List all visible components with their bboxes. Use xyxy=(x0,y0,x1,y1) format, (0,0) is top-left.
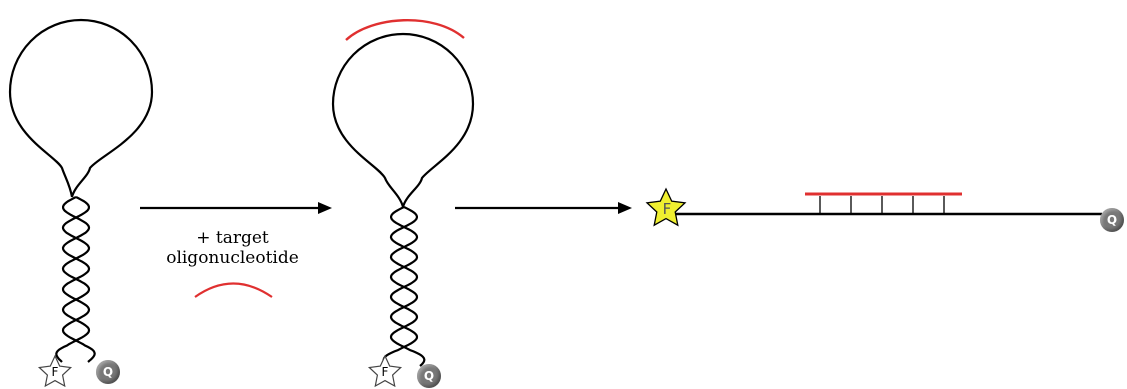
reaction-label-line2: oligonucleotide xyxy=(150,248,315,268)
fluorophore-letter: F xyxy=(657,202,677,216)
base-pair-rungs xyxy=(820,196,944,213)
quencher-ball-icon: Q xyxy=(1100,208,1124,232)
quencher-ball-icon: Q xyxy=(96,360,120,384)
free-target-oligonucleotide xyxy=(195,284,272,298)
beacon2-loop xyxy=(333,34,473,207)
beacon1-loop xyxy=(10,20,152,197)
opened-beacon-hybrid xyxy=(647,189,1102,225)
fluorophore-letter: F xyxy=(45,365,65,379)
quencher-letter: Q xyxy=(1107,213,1117,227)
hairpin-beacon-with-target xyxy=(333,20,473,366)
quencher-ball-icon: Q xyxy=(417,364,441,388)
arrow-right-icon xyxy=(140,202,332,214)
reaction-label: + target oligonucleotide xyxy=(150,228,315,268)
beacon1-stem-helix xyxy=(56,197,94,362)
quencher-letter: Q xyxy=(424,369,434,383)
reaction-label-line1: + target xyxy=(150,228,315,248)
quencher-letter: Q xyxy=(103,365,113,379)
fluorophore-letter: F xyxy=(375,365,395,379)
arrow-right-icon xyxy=(455,202,632,214)
beacon2-stem-helix xyxy=(384,207,425,366)
target-arc-over-loop xyxy=(346,20,464,40)
hairpin-beacon-closed xyxy=(10,20,152,362)
